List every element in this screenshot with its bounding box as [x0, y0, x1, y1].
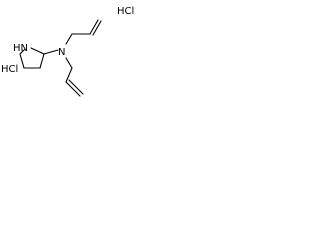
allyl1-bond-ch-ch2-b: [92, 20, 102, 36]
ring-bond-c4-c5: [19, 53, 25, 69]
allyl1-bond-n-ch2: [65, 33, 73, 45]
hcl-label-top: HCl: [117, 6, 134, 17]
ring-bond-c5-n: [19, 48, 26, 55]
allyl1-bond-ch-ch2-a: [89, 19, 99, 35]
allyl2-bond-ch-ch2-b: [68, 79, 84, 95]
allyl2-bond-n-ch2: [65, 57, 73, 69]
bond-ring-to-amine: [43, 49, 59, 55]
chemical-structure-diagram: HCl HCl HN N: [1, 6, 134, 97]
ring-bond-n-c2: [30, 47, 45, 55]
allyl2-bond-ch2-ch: [65, 67, 73, 83]
hcl-label-bottom: HCl: [1, 64, 18, 75]
allyl2-bond-ch-ch2-a: [65, 81, 81, 97]
amine-nitrogen-label: N: [58, 47, 65, 58]
ring-nitrogen-label: HN: [13, 43, 28, 54]
ring-bond-c2-c3: [39, 53, 45, 69]
